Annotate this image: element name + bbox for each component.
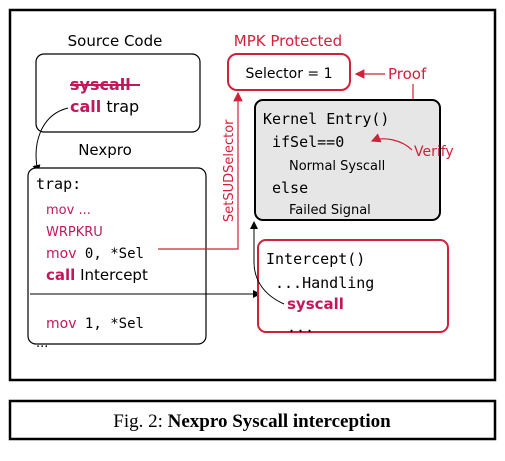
mpk-title: MPK Protected — [234, 32, 342, 50]
setsud-label: SetSUDSelector — [222, 119, 237, 222]
figure-frame — [8, 8, 497, 382]
intercept-syscall: syscall — [287, 295, 344, 313]
trap-label: trap: — [36, 175, 81, 193]
nexpro-title: Nexpro — [78, 141, 132, 159]
intercept-title: Intercept() — [266, 250, 365, 268]
mov0-operands: 0, *Sel — [77, 246, 144, 262]
selector-text: Selector = 1 — [245, 66, 332, 82]
nexpro-line-mov0: mov 0, *Sel — [46, 246, 144, 262]
nexpro-box — [27, 167, 207, 345]
mov1-keyword: mov — [46, 316, 77, 332]
arrow-syscall-to-kernel — [250, 221, 285, 305]
kernel-failed: Failed Signal — [289, 203, 371, 218]
mov1-operands: 1, *Sel — [77, 316, 144, 332]
caption-frame — [8, 399, 497, 441]
selector-box — [227, 53, 351, 91]
nexpro-line-call: call Intercept — [46, 266, 148, 284]
kernel-entry-box — [254, 99, 441, 221]
nexpro-line-mov: mov ... — [46, 203, 91, 218]
call-target: Intercept — [75, 266, 148, 284]
kernel-else: else — [272, 179, 308, 197]
caption-title: Nexpro Syscall interception — [168, 411, 391, 432]
source-code-title: Source Code — [68, 32, 163, 50]
kernel-normal: Normal Syscall — [289, 159, 385, 174]
figure-caption: Fig. 2: Nexpro Syscall interception — [113, 411, 391, 432]
source-code-box — [35, 53, 201, 133]
nexpro-line-wrpkru: WRPKRU — [46, 225, 103, 240]
verify-arrow — [370, 133, 413, 151]
source-call-line: call trap — [70, 97, 139, 116]
intercept-more: ... — [287, 318, 314, 336]
kernel-title: Kernel Entry() — [263, 110, 389, 128]
source-call-keyword: call — [70, 97, 101, 116]
arrow-source-to-trap — [32, 107, 69, 173]
intercept-box — [257, 239, 449, 333]
verify-label: Verify — [414, 144, 454, 160]
nexpro-ellipsis: ... — [36, 336, 48, 351]
caption-prefix: Fig. 2: — [113, 411, 167, 432]
proof-label: Proof — [388, 65, 427, 83]
setsud-arrow — [158, 91, 243, 250]
intercept-handling: ...Handling — [275, 274, 374, 292]
mov0-keyword: mov — [46, 246, 77, 262]
nexpro-line-mov1: mov 1, *Sel — [46, 316, 144, 332]
call-keyword: call — [46, 266, 75, 284]
source-call-target: trap — [101, 97, 139, 116]
kernel-if: ifSel==0 — [272, 133, 344, 151]
